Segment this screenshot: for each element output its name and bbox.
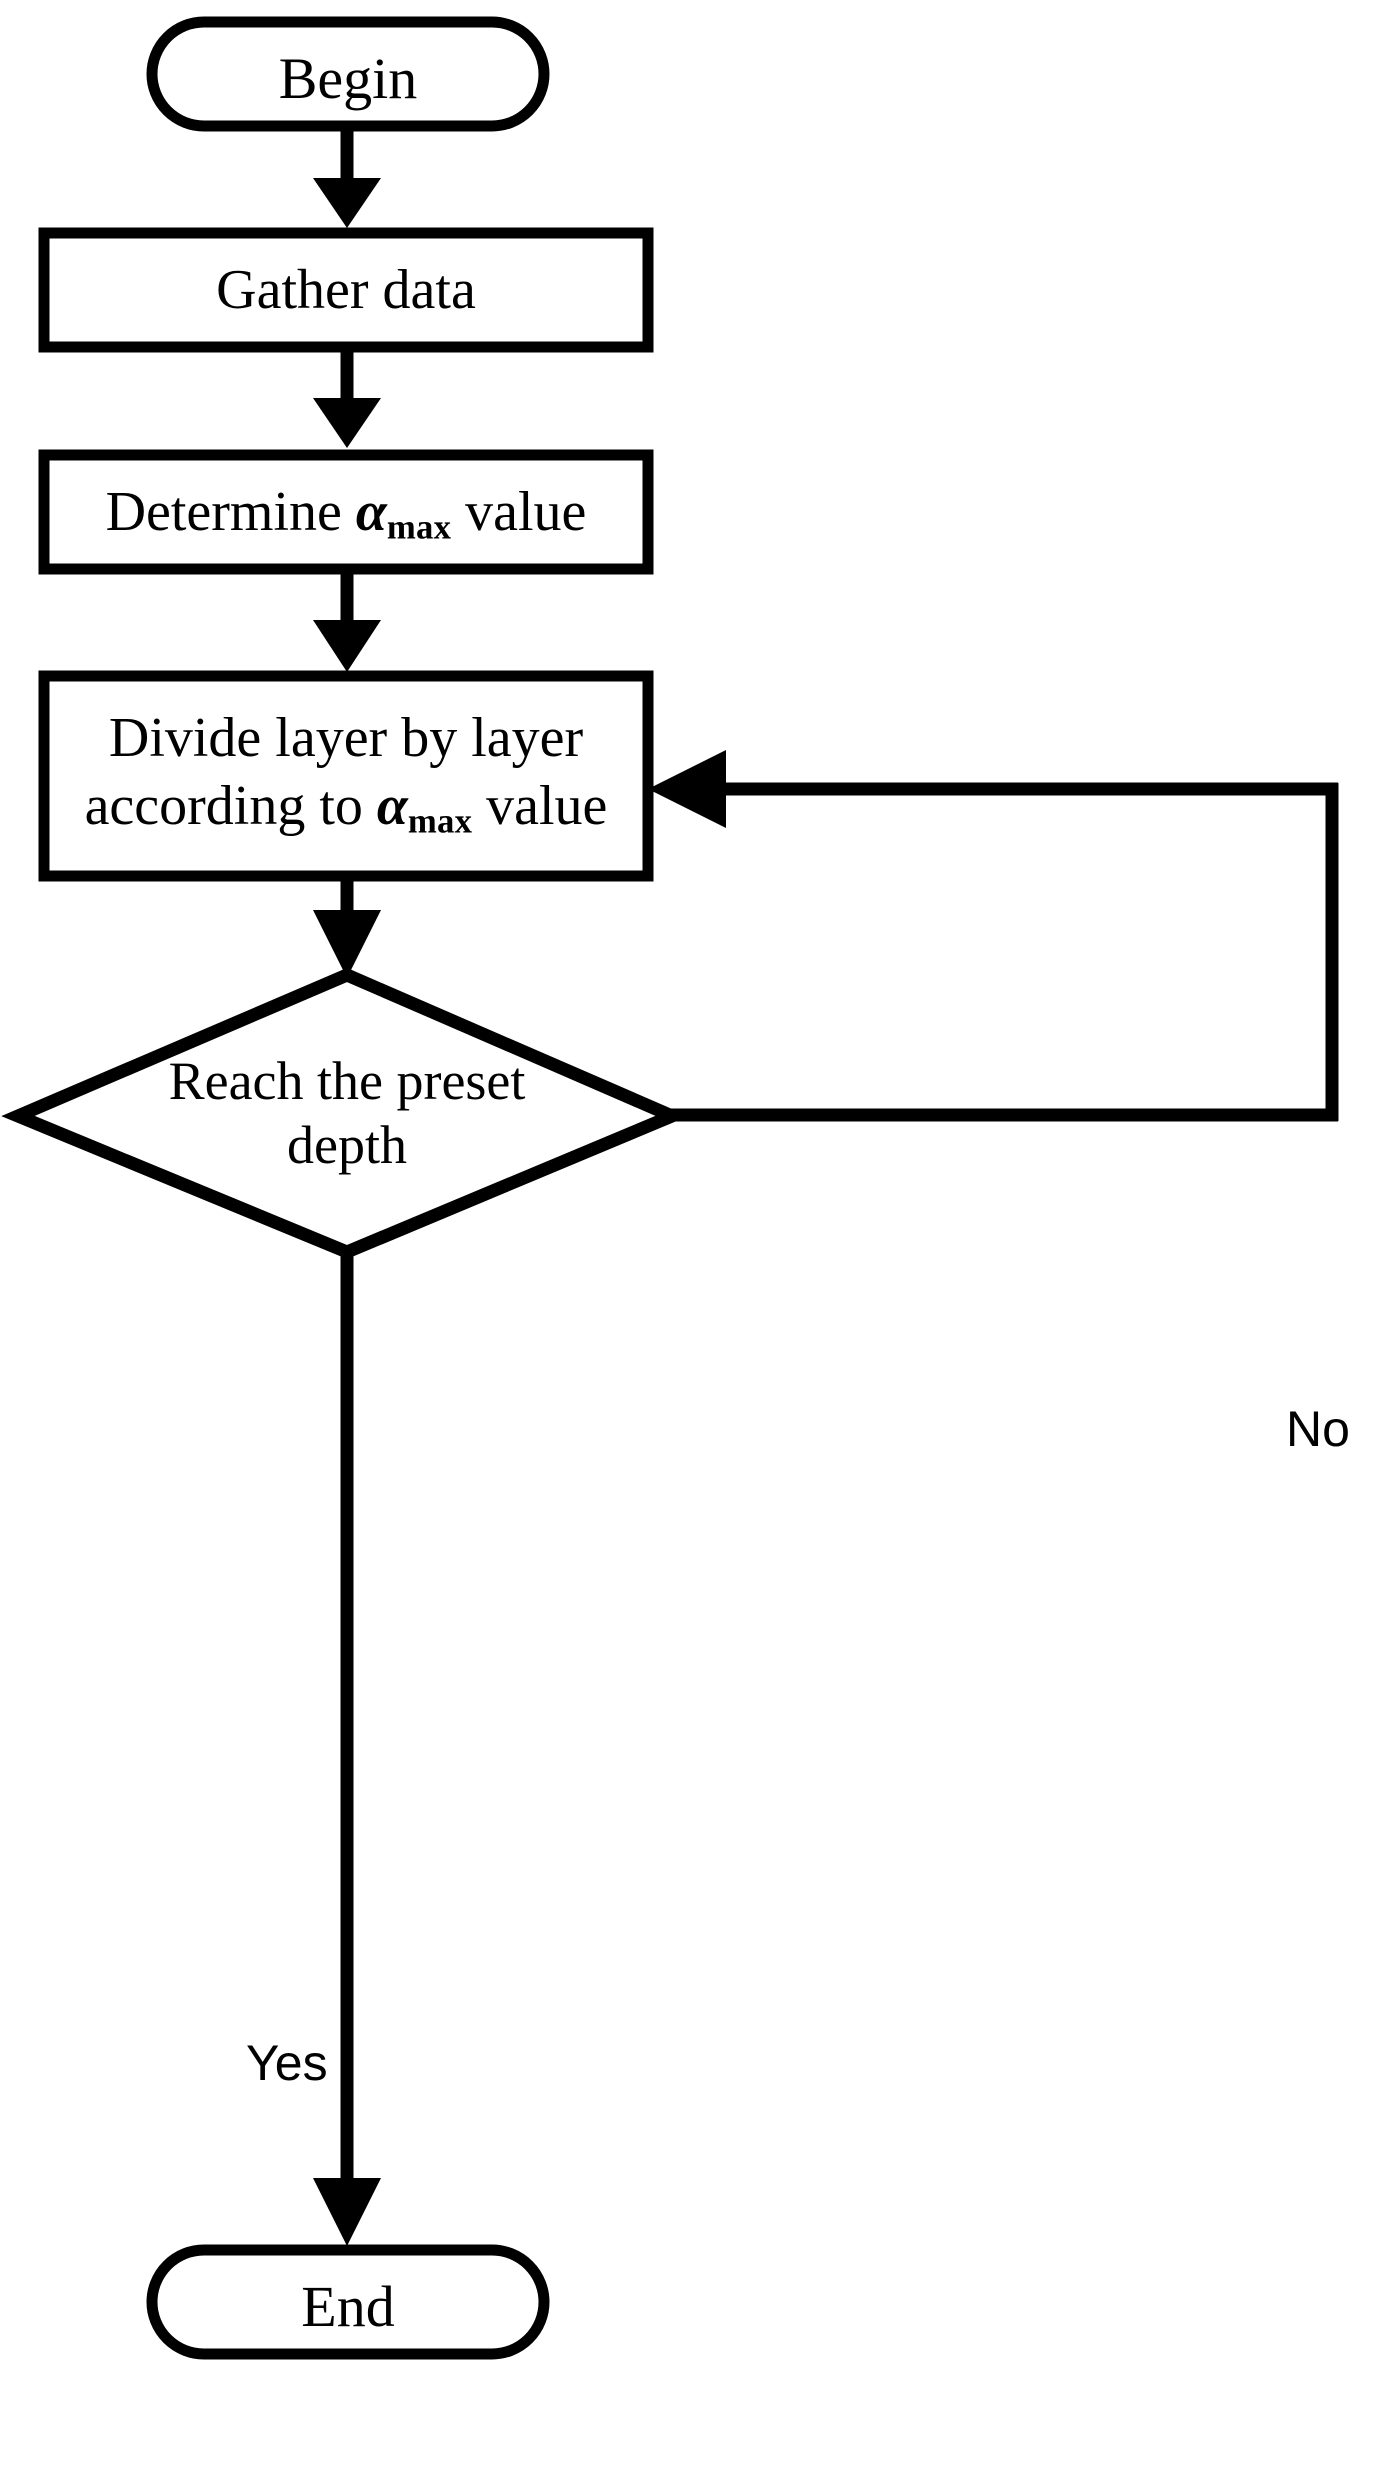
node-determine-shape[interactable] — [38, 449, 654, 575]
node-gather-shape[interactable] — [38, 227, 654, 353]
node-decision-shape[interactable] — [1, 967, 689, 1260]
edge-determine-to-divide — [313, 569, 381, 672]
edge-gather-to-determine — [313, 347, 381, 448]
node-begin-shape[interactable] — [146, 16, 550, 132]
edge-label-yes: Yes — [246, 2035, 328, 2091]
edge-decision-no-loop — [648, 750, 1339, 1122]
edge-divide-to-decision — [313, 876, 381, 978]
node-end-shape[interactable] — [146, 2244, 550, 2360]
edge-label-no: No — [1286, 1401, 1350, 1457]
edge-begin-to-gather — [313, 126, 381, 228]
node-divide-shape[interactable] — [38, 670, 654, 882]
edge-decision-yes-to-end — [313, 1246, 381, 2246]
